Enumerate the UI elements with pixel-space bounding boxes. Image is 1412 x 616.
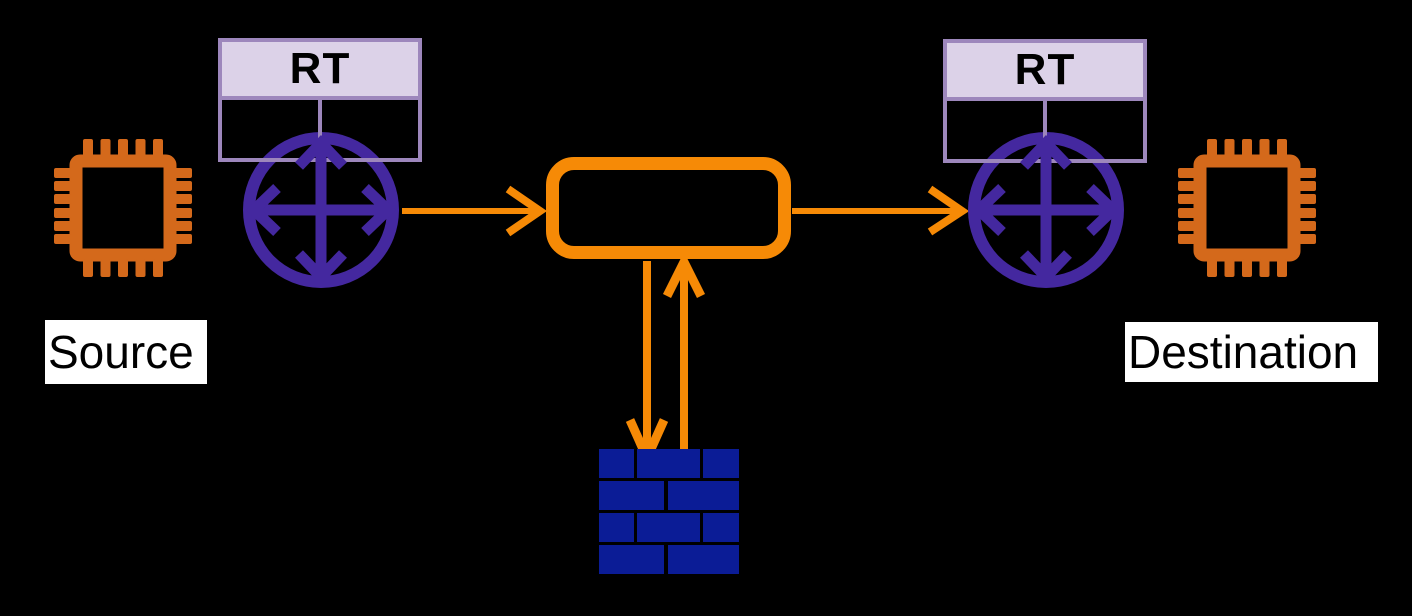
source-label: Source bbox=[45, 320, 207, 384]
routing-table-right-title: RT bbox=[947, 43, 1143, 101]
destination-label: Destination bbox=[1125, 322, 1378, 382]
arrow-box-to-firewall bbox=[625, 261, 669, 470]
destination-router-icon bbox=[971, 135, 1121, 285]
destination-chip-icon bbox=[1178, 139, 1316, 277]
routing-table-right: RT bbox=[943, 39, 1147, 163]
arrow-box-to-destination-router bbox=[792, 185, 970, 236]
arrow-firewall-to-box bbox=[662, 251, 706, 460]
source-chip-icon bbox=[54, 139, 192, 277]
destination-label-text: Destination bbox=[1128, 326, 1359, 378]
transit-box bbox=[546, 157, 791, 259]
source-router-icon bbox=[246, 135, 396, 285]
firewall-icon bbox=[599, 449, 739, 574]
source-label-text: Source bbox=[48, 326, 194, 378]
arrow-source-router-to-box bbox=[402, 185, 548, 237]
routing-table-left-cell-2 bbox=[318, 100, 418, 158]
routing-table-right-row bbox=[947, 101, 1143, 159]
routing-table-right-cell-2 bbox=[1043, 101, 1143, 159]
routing-table-left-row bbox=[222, 100, 418, 158]
routing-table-left-title: RT bbox=[222, 42, 418, 100]
